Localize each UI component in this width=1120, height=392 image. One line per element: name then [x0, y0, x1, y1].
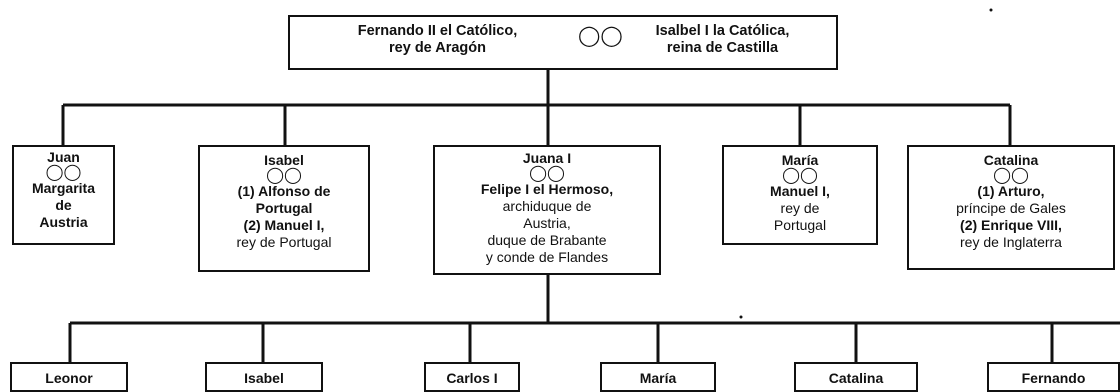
child-name: María [781, 152, 819, 168]
marriage-rings-icon: ◯◯ [782, 167, 818, 184]
grandchild-name: Fernando [1021, 370, 1086, 386]
grandchild-box-maria: María [600, 362, 716, 392]
isabel-i-text: Isalbel I la Católica, reina de Castilla [655, 23, 790, 56]
marriage-rings-icon: ◯◯ [578, 25, 623, 47]
child-name: Catalina [983, 152, 1039, 168]
grandchild-box-isabel: Isabel [205, 362, 323, 392]
marriage-rings-icon: ◯◯ [45, 164, 82, 181]
grandchild-name: Carlos I [446, 370, 498, 386]
grandchild-name: Isabel [244, 370, 284, 386]
grandchild-name: Catalina [828, 370, 884, 386]
marriage-rings-icon: ◯◯ [266, 167, 302, 184]
child-name: Juana I [522, 150, 572, 166]
grandchild-box-catalina: Catalina [794, 362, 918, 392]
grandchild-name: María [639, 370, 677, 386]
marriage-rings-icon: ◯◯ [993, 167, 1029, 184]
root-couple-box: Fernando II el Católico, rey de Aragón ◯… [288, 15, 838, 70]
grandchild-name: Leonor [45, 370, 93, 386]
child-box-catalina: Catalina ◯◯ (1) Arturo, príncipe de Gale… [907, 145, 1115, 270]
grandchild-box-fernando: Fernando [987, 362, 1120, 392]
grandchild-box-carlos: Carlos I [424, 362, 520, 392]
child-box-maria: María ◯◯ Manuel I, rey de Portugal [722, 145, 878, 245]
child-box-isabel: Isabel ◯◯ (1) Alfonso de Portugal (2) Ma… [198, 145, 370, 272]
connector-lines [61, 8, 1120, 362]
fernando-ii-text: Fernando II el Católico, rey de Aragón [357, 23, 518, 56]
child-box-juan: Juan ◯◯ Margarita de Austria [12, 145, 115, 245]
child-name: Isabel [264, 152, 304, 168]
grandchild-box-leonor: Leonor [10, 362, 128, 392]
child-box-juana: Juana I ◯◯ Felipe I el Hermoso, archiduq… [433, 145, 661, 275]
marriage-rings-icon: ◯◯ [529, 165, 565, 182]
child-name: Juan [47, 149, 80, 165]
